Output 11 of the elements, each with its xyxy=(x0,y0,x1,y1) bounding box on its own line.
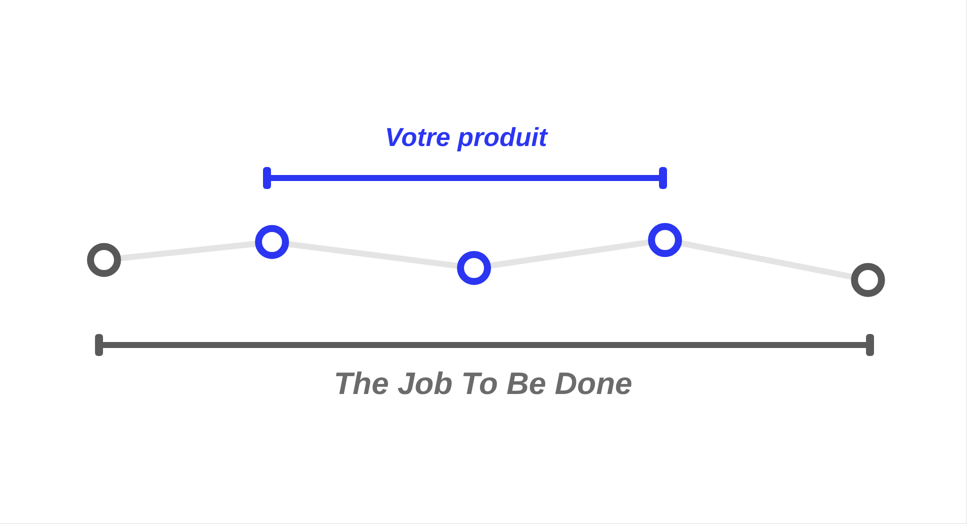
circle-node xyxy=(457,251,491,285)
circle-node xyxy=(255,225,289,259)
connector-line xyxy=(488,239,652,269)
circle-node xyxy=(648,223,682,257)
connector-line xyxy=(678,240,854,280)
connector-line xyxy=(286,241,460,269)
bracket-label: The Job To Be Done xyxy=(334,366,632,402)
circle-node xyxy=(851,263,885,297)
connector-line xyxy=(118,240,258,262)
circle-node xyxy=(87,243,121,277)
bracket-label: Votre produit xyxy=(384,122,548,153)
